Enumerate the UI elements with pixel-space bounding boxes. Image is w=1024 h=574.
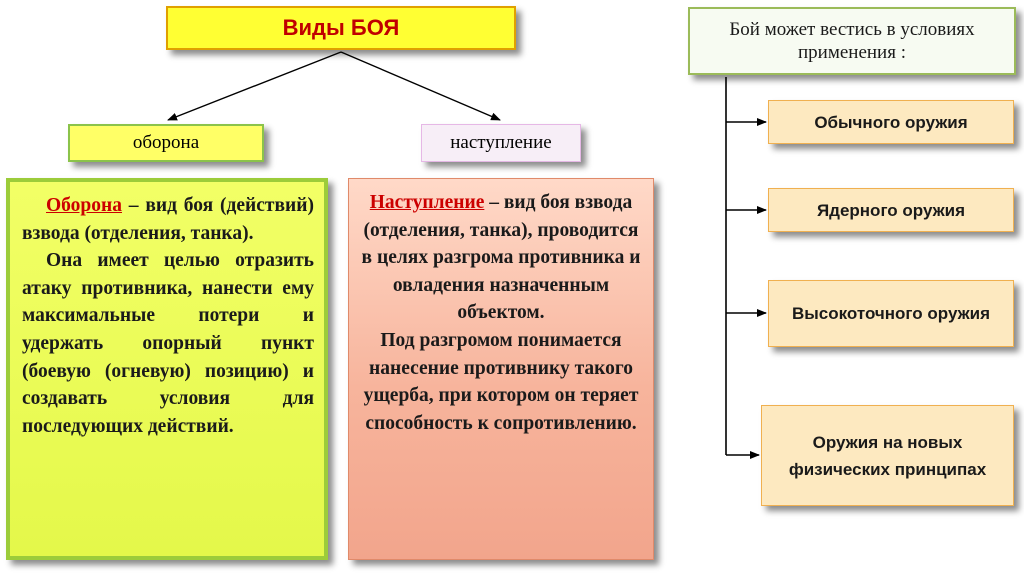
condition-new-physical-principles-weapons: Оружия на новых физических принципах [761, 405, 1014, 506]
defense-definition-text: – вид боя (действий) взвода (отделения, … [22, 195, 314, 244]
condition-conventional-weapons: Обычного оружия [768, 100, 1014, 144]
diagram-title: Виды БОЯ [166, 6, 516, 50]
conditions-title-text: Бой может вестись в условиях применения … [729, 19, 975, 63]
attack-type-label: наступление [421, 124, 581, 162]
defense-definition: Оборона – вид боя (действий) взвода (отд… [22, 192, 314, 247]
attack-type-text: наступление [450, 132, 552, 153]
diagram-title-text: Виды БОЯ [282, 15, 400, 40]
attack-term: Наступление [369, 192, 485, 213]
condition-label: Оружия на новых физических принципах [788, 432, 987, 479]
defense-term: Оборона [46, 195, 122, 216]
defense-description-panel: Оборона – вид боя (действий) взвода (отд… [6, 178, 328, 560]
condition-label: Ядерного оружия [816, 200, 966, 220]
attack-explanation: Под разгромом понимается нанесение проти… [363, 329, 639, 434]
defense-type-label: оборона [68, 124, 264, 162]
defense-type-text: оборона [132, 132, 200, 153]
arrow-to-attack [340, 51, 501, 121]
defense-purpose: Она имеет целью отразить атаку противник… [22, 250, 314, 437]
condition-nuclear-weapons: Ядерного оружия [768, 188, 1014, 232]
condition-precision-weapons: Высокоточного оружия [768, 280, 1014, 347]
attack-definition: Наступление – вид боя взвода (отделения,… [359, 189, 643, 327]
condition-label: Высокоточного оружия [791, 304, 991, 323]
attack-description-panel: Наступление – вид боя взвода (отделения,… [348, 178, 654, 560]
conditions-title-box: Бой может вестись в условиях применения … [688, 7, 1016, 75]
arrow-to-defense [167, 51, 342, 121]
attack-definition-text: – вид боя взвода (отделения, танка), про… [361, 192, 641, 324]
condition-label: Обычного оружия [814, 112, 968, 132]
